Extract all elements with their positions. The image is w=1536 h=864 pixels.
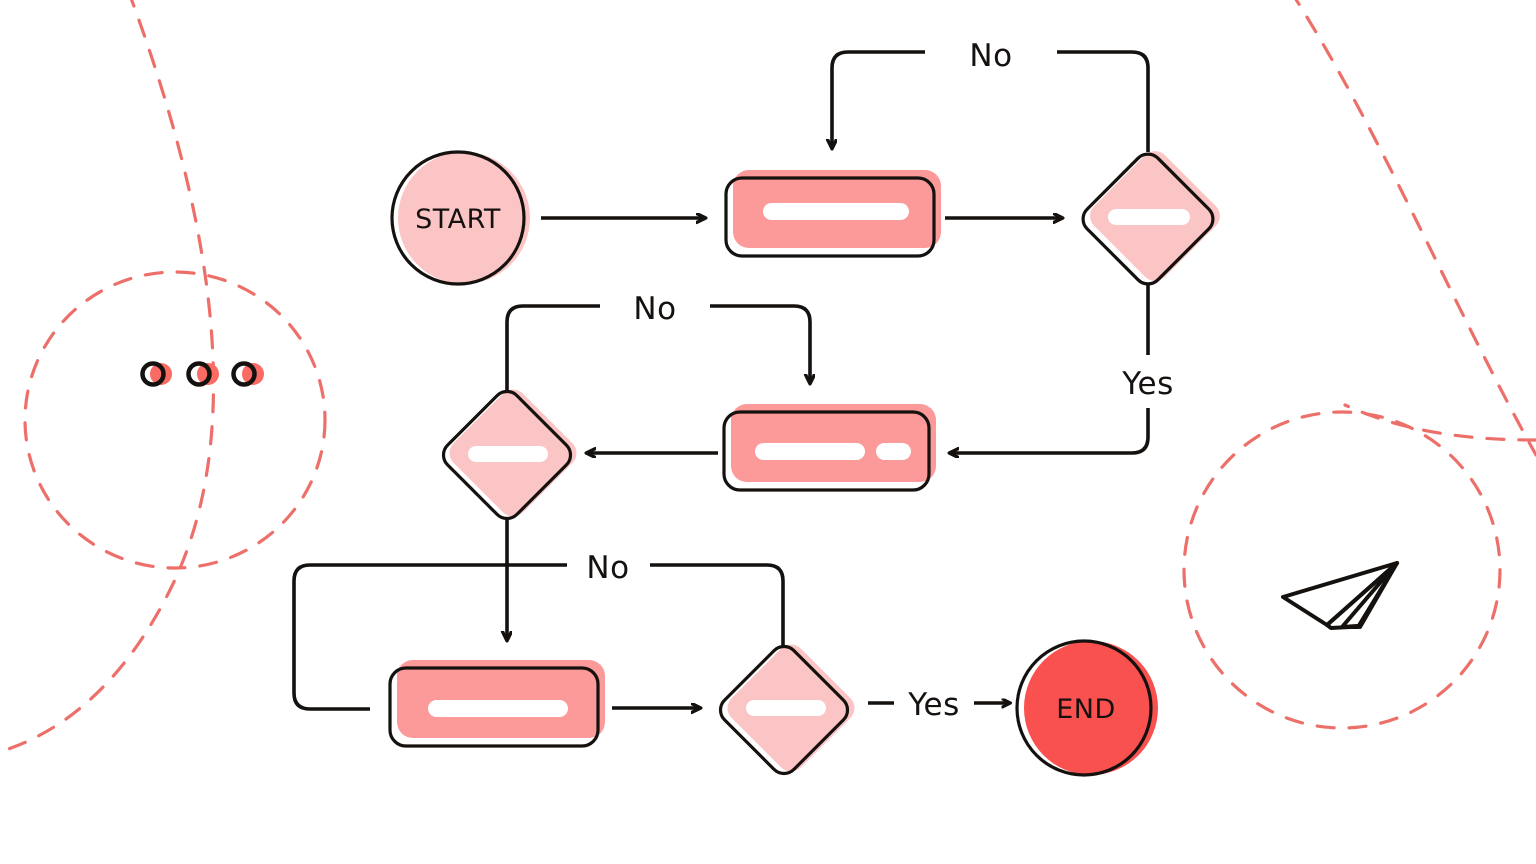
decision-2-outline [441,389,573,521]
decision-1-bar-1 [1108,209,1190,225]
end-fill [1024,641,1158,775]
edge-label-no-middle: No [633,291,676,327]
decision-3-bar-1 [746,700,826,716]
edge-label-no-bottom: No [586,550,629,586]
dashed-sweep-left [0,0,216,754]
process-3-outline [388,666,600,748]
edge-decision1-no-right [1057,50,1150,152]
process-1-outline [724,176,936,258]
node-process-1[interactable] [724,170,941,258]
process-1-bar-1 [763,203,909,220]
dot-ring-2 [186,361,212,387]
end-outline [1015,639,1153,777]
process-2-bar-2 [876,443,911,460]
edge-decision2-no-right [710,304,810,383]
edge-decision1-yes-lower [950,408,1150,453]
decision-1-outline [1081,152,1215,286]
edge-label-yes-end: Yes [907,687,960,723]
node-start[interactable]: START [390,150,530,286]
process-2-outline [722,410,931,492]
node-decision-2[interactable] [438,384,583,525]
process-3-bar-1 [428,700,568,717]
edge-label-no-top: No [969,38,1012,74]
node-process-2[interactable] [722,404,936,492]
dashed-sweep-right [1294,0,1536,457]
decision-3-outline [718,644,850,776]
dot-ring-1 [140,361,166,387]
dot-ring-3 [231,361,257,387]
start-label: START [415,204,501,235]
start-fill [398,152,530,284]
start-outline [390,150,526,286]
process-2-bar-1 [755,443,865,460]
dot-fill-1 [150,363,172,385]
node-decision-3[interactable] [715,639,861,780]
edge-decision3-no-right [650,563,785,645]
decision-2-bar-1 [468,446,548,462]
node-process-3[interactable] [388,660,605,748]
node-end[interactable]: END [1015,639,1158,777]
dashed-circle-left [23,270,327,570]
end-label: END [1056,694,1116,725]
dashed-circle-right [1182,410,1502,730]
paper-plane-icon [1281,561,1399,630]
node-decision-1[interactable] [1077,145,1225,289]
process-3-fill [397,660,605,738]
edge-decision3-no-left [292,563,567,711]
edge-label-yes-right: Yes [1121,366,1174,402]
edge-decision1-no-left [832,50,925,148]
edge-decision2-no-left [505,304,600,390]
three-dots [140,361,264,387]
